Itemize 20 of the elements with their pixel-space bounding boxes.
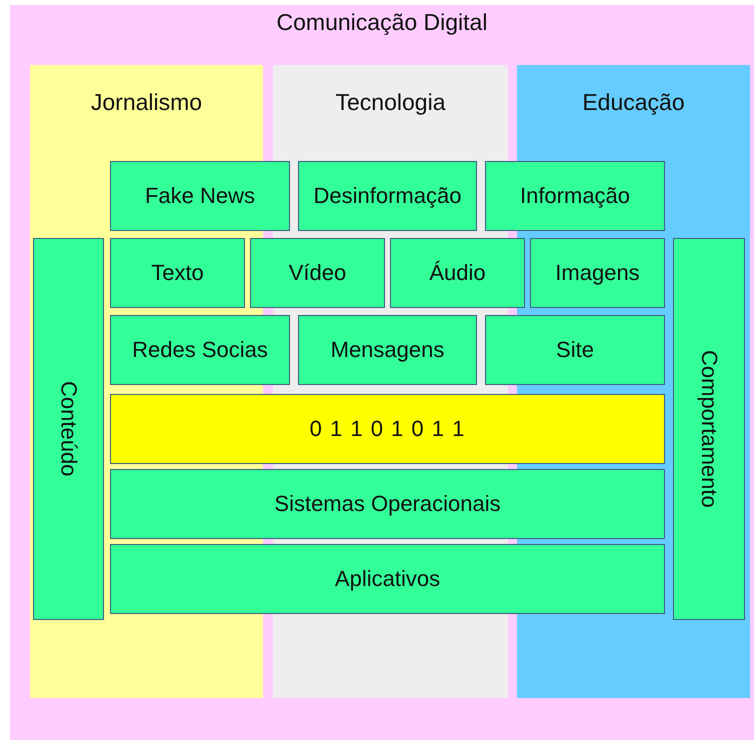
outer-panel xyxy=(10,5,754,740)
column-heading: Tecnologia xyxy=(336,89,446,116)
topic-block: Informação xyxy=(485,161,665,231)
vertical-topic-block: Comportamento xyxy=(673,238,745,620)
topic-block: Desinformação xyxy=(298,161,477,231)
topic-block: Vídeo xyxy=(250,238,385,308)
column-heading: Jornalismo xyxy=(90,89,202,116)
topic-block: Áudio xyxy=(390,238,525,308)
column-heading: Educação xyxy=(582,89,685,116)
topic-block: Texto xyxy=(110,238,245,308)
topic-block: Sistemas Operacionais xyxy=(110,469,665,539)
topic-block: 0 1 1 0 1 0 1 1 xyxy=(110,394,665,464)
topic-block: Aplicativos xyxy=(110,544,665,614)
topic-block: Mensagens xyxy=(298,315,477,385)
panel-heading: Comunicação Digital xyxy=(276,9,488,36)
topic-block: Redes Socias xyxy=(110,315,290,385)
topic-block: Imagens xyxy=(530,238,665,308)
topic-block: Site xyxy=(485,315,665,385)
topic-block: Fake News xyxy=(110,161,290,231)
vertical-topic-block: Conteúdo xyxy=(33,238,104,620)
